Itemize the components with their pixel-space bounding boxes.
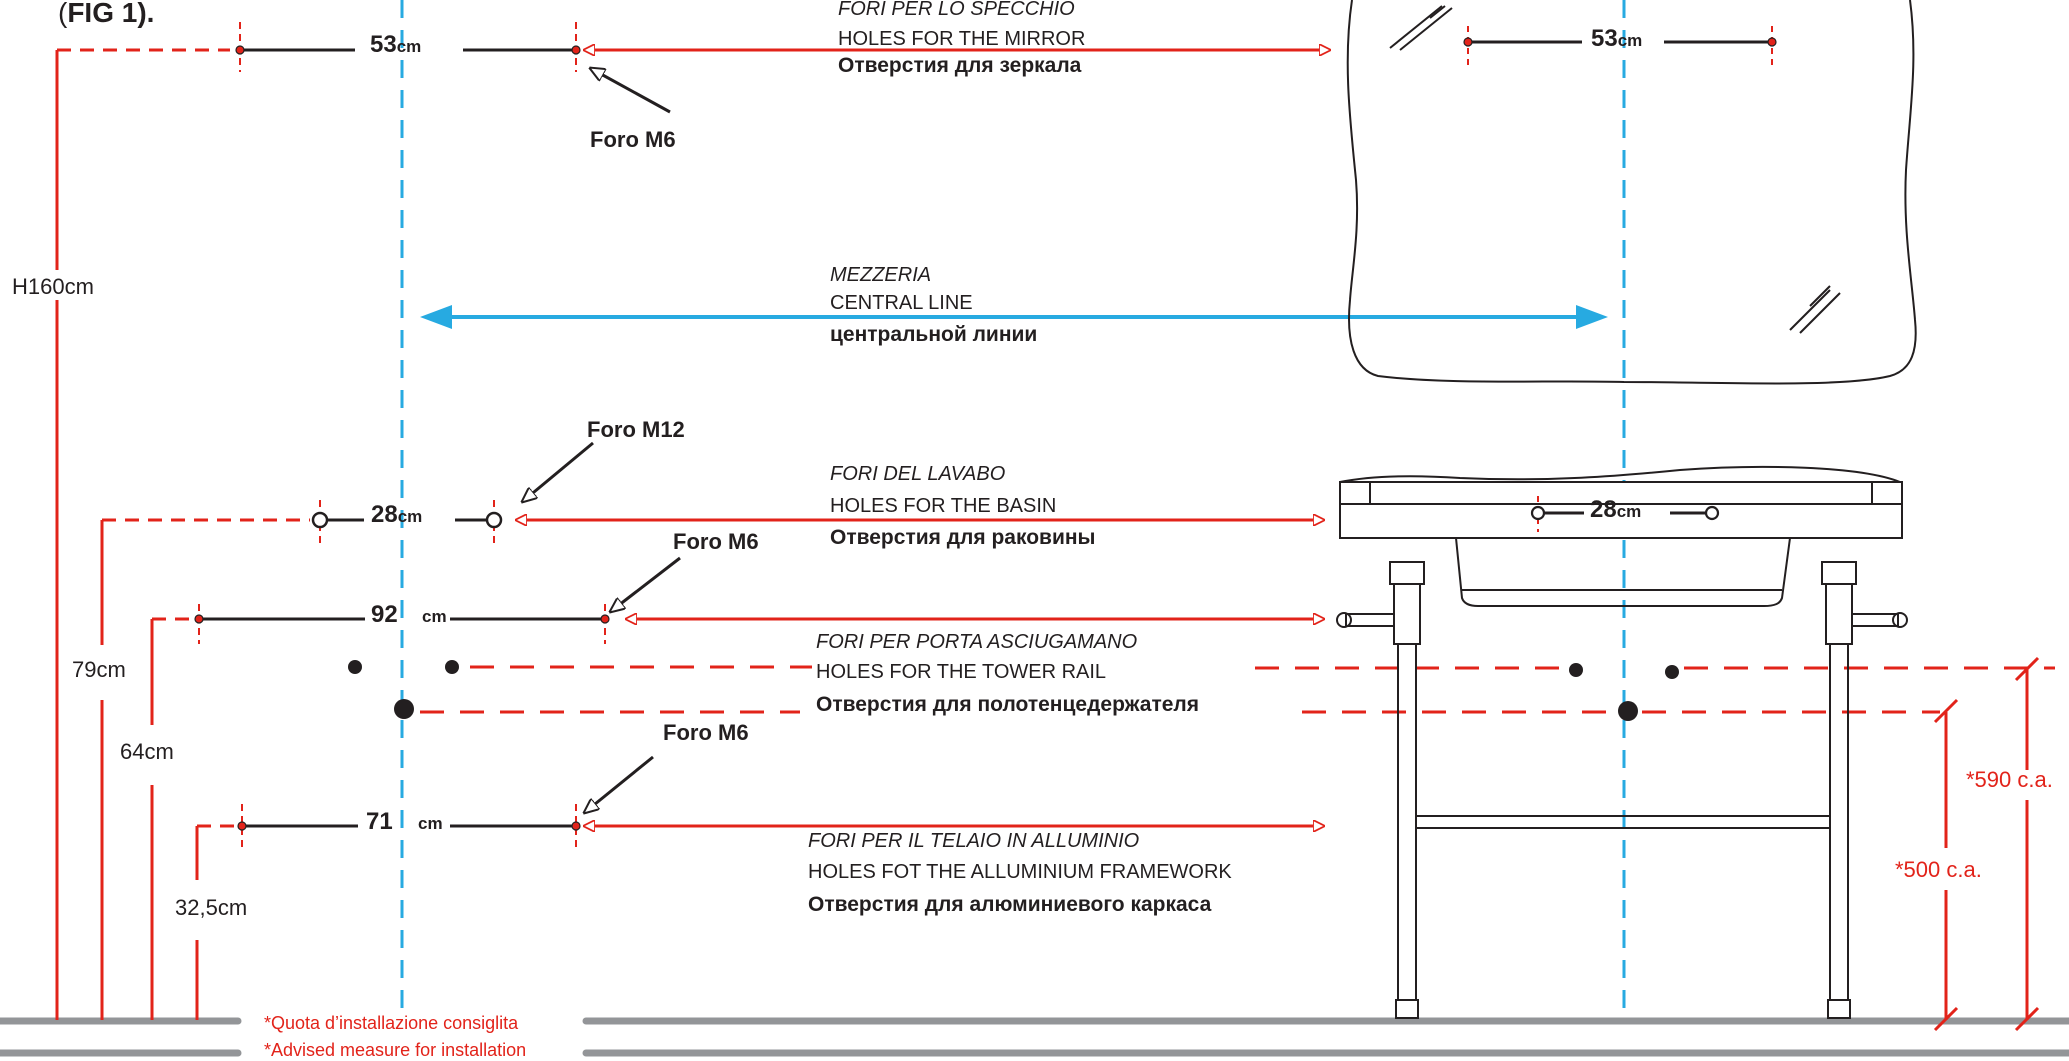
central-label-it: MEZZERIA [830,264,931,286]
rail-dimension-unit: cm [422,607,447,626]
height-590-label: *590 c.a. [1966,767,2053,792]
basin-label-it: FORI DEL LAVABO [830,463,1005,485]
central-label-ru: центральной линии [830,323,1037,346]
height-64-label: 64cm [120,739,174,764]
right-height-dimensions [1933,656,2040,1032]
mirror-drawing [1346,0,1917,385]
frame-dimension: 71 [366,808,393,835]
mirror-label-it: FORI PER LO SPECCHIO [838,0,1075,20]
towel-label-en: HOLES FOR THE TOWER RAIL [816,661,1106,683]
footnote-it: *Quota d’installazione consiglita [264,1013,519,1033]
central-line-arrow [420,305,1608,329]
basin-hole-label: Foro M12 [587,417,685,442]
basin-dimension: 28cm [371,501,422,528]
basin-label-ru: Отверстия для раковины [830,526,1095,549]
basin-holes-row [311,441,1324,545]
frame-label-en: HOLES FOT THE ALLUMINIUM FRAMEWORK [808,861,1232,883]
mirror-label-en: HOLES FOR THE MIRROR [838,28,1085,50]
fig-label: (FIG 1). [58,0,154,28]
height-lines [55,48,310,1020]
central-label-en: CENTRAL LINE [830,292,973,314]
towel-label-ru: Отверстия для полотенцедержателя [816,693,1199,716]
mirror-holes-row [235,22,1330,114]
mirror-hole-label: Foro M6 [590,127,676,152]
basin-label-en: HOLES FOR THE BASIN [830,495,1056,517]
height-79-label: 79cm [72,657,126,682]
frame-hole-label: Foro M6 [663,720,749,745]
centre-lines [400,0,1626,1015]
rail-holes-row [194,556,1324,644]
towel-label-it: FORI PER PORTA ASCIUGAMANO [816,631,1137,653]
frame-label-ru: Отверстия для алюминиевого каркаса [808,893,1212,916]
mirror-inner-dimension-label: 53cm [1591,25,1642,52]
frame-label-it: FORI PER IL TELAIO IN ALLUMINIO [808,830,1139,852]
mirror-label-ru: Отверстия для зеркала [838,54,1082,77]
basin-inner-dimension-label: 28cm [1590,496,1641,523]
frame-dimension-unit: cm [418,814,443,833]
frame-holes-row [237,755,1324,850]
mirror-dimension: 53cm [370,31,421,58]
height-32-5-label: 32,5cm [175,895,247,920]
floor-lines [0,1017,2069,1057]
height-160-label: H160cm [12,274,94,299]
basin-inner-dimension [1530,496,1720,532]
rail-dimension: 92 [371,601,398,628]
mirror-inner-dimension [1463,26,1777,66]
labels: (FIG 1). FORI PER LO SPECCHIO HOLES FOR … [12,0,2053,1060]
towel-rail-holes [348,660,2055,721]
rail-hole-label: Foro M6 [673,529,759,554]
footnote-en: *Advised measure for installation [264,1040,526,1060]
basin-drawing [1336,465,1908,1019]
height-500-label: *500 c.a. [1895,857,1982,882]
